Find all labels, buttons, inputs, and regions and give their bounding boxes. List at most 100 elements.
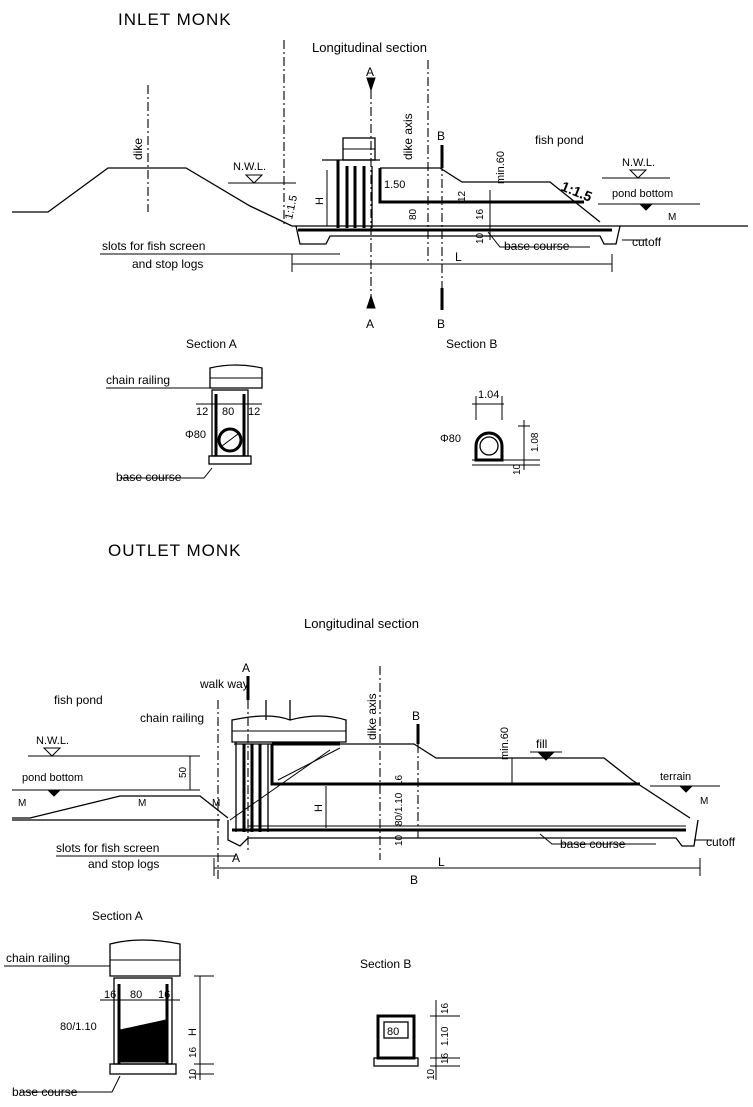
inlet-nwl-right: M: [598, 169, 700, 223]
inlet-secB-title: Section B: [446, 337, 497, 351]
outlet-secA-d16: 16: [188, 1046, 199, 1058]
inlet-base-leader: [487, 231, 590, 248]
outlet-slots-1: slots for fish screen: [56, 841, 159, 855]
outlet-secA-d16a: 16: [104, 989, 116, 1001]
inlet-pond-bottom: pond bottom: [612, 188, 673, 200]
svg-text:M: M: [18, 798, 26, 809]
inlet-b-top: B: [437, 129, 445, 143]
outlet-terrain: terrain: [660, 771, 691, 783]
inlet-secA-chain: chain railing: [106, 373, 170, 387]
outlet-terrain-marker: M: [650, 785, 720, 807]
outlet-min60: min.60: [499, 727, 511, 760]
outlet-secA-drawing: [4, 939, 214, 1093]
inlet-secA-phi: Φ80: [185, 429, 206, 441]
outlet-slots-2: and stop logs: [88, 857, 159, 871]
outlet-dike-profile: [12, 700, 691, 880]
outlet-fill-marker: [530, 751, 562, 761]
inlet-fish-pond: fish pond: [535, 133, 584, 147]
outlet-title: OUTLET MONK: [108, 541, 241, 560]
inlet-secB-drawing: [472, 396, 540, 470]
inlet-slope-left: 1:1.5: [283, 194, 300, 220]
outlet-base-course: base course: [560, 837, 626, 851]
inlet-slots-1: slots for fish screen: [102, 239, 205, 253]
outlet-secB-drawing: [373, 1000, 460, 1080]
outlet-l-dimension: [213, 858, 701, 876]
outlet-secA-base: base course: [12, 1085, 78, 1099]
outlet-nwl: M M M: [12, 747, 220, 809]
outlet-h-label: H: [313, 804, 325, 812]
inlet-d10: 10: [475, 232, 486, 244]
outlet-d16: 16: [394, 774, 405, 786]
inlet-secA-base: base course: [116, 470, 182, 484]
inlet-d80: 80: [408, 208, 419, 220]
inlet-a-top: A: [366, 65, 374, 79]
inlet-secA-d80: 80: [222, 406, 234, 418]
outlet-secB-d10: 10: [426, 1068, 437, 1080]
inlet-secB-d104: 1.04: [478, 389, 499, 401]
outlet-secA-chain: chain railing: [6, 951, 70, 965]
outlet-pond-bottom: pond bottom: [22, 772, 83, 784]
inlet-secA-d12b: 12: [248, 406, 260, 418]
svg-text:M: M: [138, 798, 146, 809]
inlet-dike-profile: [12, 85, 748, 227]
inlet-monk-tower: [322, 137, 380, 228]
inlet-slots-2: and stop logs: [132, 257, 203, 271]
inlet-nwl-right-label: N.W.L.: [622, 157, 655, 169]
inlet-d150: 1.50: [384, 179, 405, 191]
inlet-culvert: [295, 167, 621, 245]
outlet-culvert-slab: [227, 819, 699, 847]
inlet-base-course: base course: [504, 239, 570, 253]
outlet-secA-d10: 10: [188, 1068, 199, 1080]
inlet-secA-drawing: [106, 364, 263, 479]
outlet-walk-way: walk way: [199, 677, 249, 691]
svg-text:M: M: [212, 798, 220, 809]
outlet-secB-title: Section B: [360, 957, 411, 971]
outlet-fill: fill: [536, 737, 547, 751]
outlet-secA-d80-110: 80/1.10: [60, 1021, 97, 1033]
svg-text:M: M: [668, 212, 676, 223]
outlet-secB-d80: 80: [387, 1026, 399, 1038]
inlet-d16: 16: [475, 208, 486, 220]
outlet-chain: chain railing: [140, 711, 204, 725]
svg-text:M: M: [700, 796, 708, 807]
outlet-nwl-label: N.W.L.: [36, 735, 69, 747]
inlet-b-bottom: B: [437, 317, 445, 331]
outlet-secB-d16b: 16: [440, 1052, 451, 1064]
inlet-dike-label: dike: [131, 138, 145, 160]
inlet-secB-d10: 10: [512, 463, 523, 475]
outlet-dike-axis-label: dike axis: [365, 693, 379, 740]
outlet-fish-pond: fish pond: [54, 693, 103, 707]
inlet-secB-phi: Φ80: [440, 433, 461, 445]
outlet-longitudinal-title: Longitudinal section: [304, 616, 419, 631]
outlet-b-top: B: [412, 709, 420, 723]
outlet-d80: 80/1.10: [394, 792, 405, 826]
outlet-d50: 50: [178, 766, 189, 778]
outlet-secA-h: H: [187, 1028, 199, 1036]
outlet-secA-d16b: 16: [158, 989, 170, 1001]
outlet-secA-title: Section A: [92, 909, 143, 923]
outlet-a-bottom: A: [232, 851, 240, 865]
outlet-a-top: A: [242, 661, 250, 675]
inlet-secB-d108: 1.08: [530, 432, 541, 452]
outlet-d10: 10: [394, 834, 405, 846]
inlet-l-label: L: [455, 250, 462, 264]
outlet-monk-tower: [229, 700, 640, 832]
inlet-cutoff: cutoff: [632, 235, 662, 249]
inlet-secA-d12a: 12: [196, 406, 208, 418]
inlet-nwl-left: [228, 174, 296, 184]
inlet-secA-title: Section A: [186, 337, 237, 351]
inlet-a-bottom: A: [366, 317, 374, 331]
outlet-secB-d110: 1.10: [440, 1026, 451, 1046]
outlet-secA-d80: 80: [130, 989, 142, 1001]
outlet-base-leader: [539, 833, 656, 845]
inlet-section-a-line: [366, 77, 376, 310]
inlet-h-label: H: [314, 197, 326, 205]
inlet-l-dimension: [291, 254, 613, 272]
inlet-nwl-left-label: N.W.L.: [233, 161, 266, 173]
outlet-secB-d16a: 16: [440, 1002, 451, 1014]
inlet-d12: 12: [457, 190, 468, 202]
inlet-longitudinal-title: Longitudinal section: [312, 40, 427, 55]
inlet-min60: min.60: [495, 151, 507, 184]
outlet-b-bottom: B: [410, 873, 418, 887]
